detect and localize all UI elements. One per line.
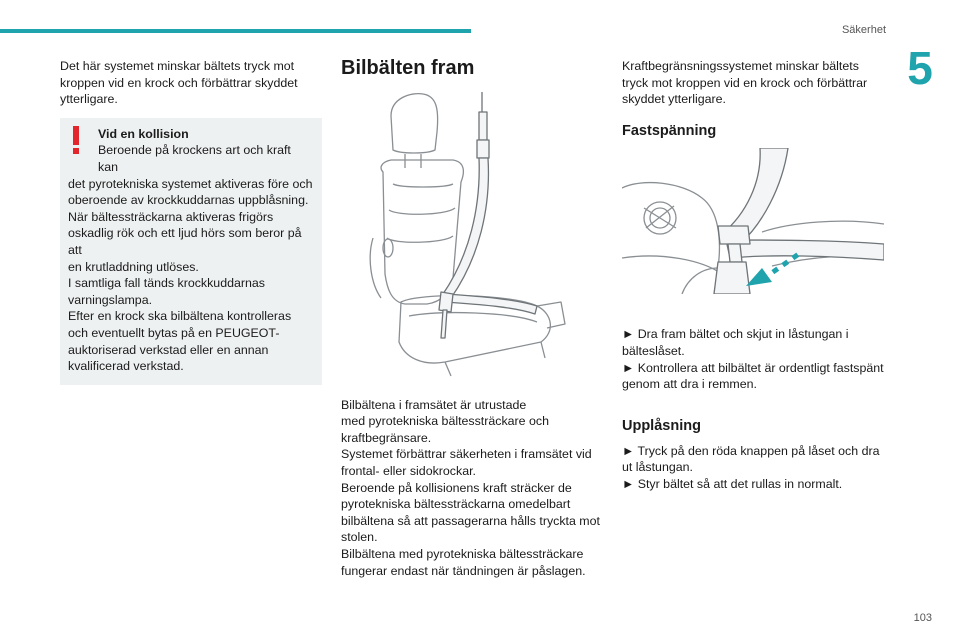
body-line: pyrotekniska bältessträckarna omedelbart <box>341 497 571 512</box>
body-line: kraftbegränsare. <box>341 430 432 445</box>
page-number: 103 <box>913 612 932 624</box>
chapter-number: 5 <box>907 42 933 94</box>
warning-line: det pyrotekniska systemet aktiveras före… <box>68 176 313 191</box>
body-line: bilbältena så att passagerarna hålls try… <box>341 513 600 528</box>
intro-paragraph: Kraftbegränsningssystemet minskar bältet… <box>622 59 868 107</box>
warning-line: När bältessträckarna aktiveras frigörs <box>68 209 274 224</box>
body-line: Bilbältena med pyrotekniska bältessträck… <box>341 546 584 561</box>
fasten-heading: Fastspänning <box>622 122 717 139</box>
body-line: Bilbältena i framsätet är utrustade <box>341 397 527 412</box>
warning-line: kvalificerad verkstad. <box>68 359 184 374</box>
body-line: frontal- eller sidokrockar. <box>341 463 476 478</box>
header-accent-bar <box>0 29 471 33</box>
warning-line: en krutladdning utlöses. <box>68 259 199 274</box>
warning-line: och eventuellt bytas på en PEUGEOT- <box>68 325 280 340</box>
step: ► Styr bältet så att det rullas in norma… <box>622 476 843 491</box>
step: ► Kontrollera att bilbältet är ordentlig… <box>622 360 884 392</box>
warning-line: I samtliga fall tänds krockkuddarnas <box>68 276 265 291</box>
warning-title: Vid en kollision <box>98 126 189 141</box>
section-heading: Bilbälten fram <box>341 57 475 79</box>
warning-line: oskadlig rök och ett ljud hörs som beror… <box>68 226 302 257</box>
intro-paragraph: Det här systemet minskar bältets tryck m… <box>60 59 298 107</box>
warning-line: Efter en krock ska bilbältena kontroller… <box>68 309 292 324</box>
column-right: Kraftbegränsningssystemet minskar bältet… <box>621 58 888 493</box>
body-line: stolen. <box>341 530 378 545</box>
step: ► Tryck på den röda knappen på låset och… <box>622 443 880 475</box>
body-line: fungerar endast när tändningen är påslag… <box>341 563 586 578</box>
section-title: Säkerhet <box>841 24 886 36</box>
warning-line: Beroende på krockens art och kraft kan <box>98 143 291 174</box>
step: ► Dra fram bältet och skjut in låstungan… <box>622 327 849 358</box>
body-line: Beroende på kollisionens kraft sträcker … <box>341 480 572 495</box>
unlock-heading: Upplåsning <box>622 417 701 434</box>
warning-box: Vid en kollision Beroende på krockens ar… <box>60 117 322 385</box>
column-middle: Bilbälten fram <box>341 56 603 579</box>
seat-belt-illustration <box>369 92 566 377</box>
body-line: Systemet förbättrar säkerheten i framsät… <box>341 447 592 462</box>
warning-line: varningslampa. <box>68 292 153 307</box>
exclamation-icon <box>73 125 79 154</box>
warning-line: oberoende av krockkuddarnas uppblåsning. <box>68 193 309 208</box>
column-left: Det här systemet minskar bältets tryck m… <box>60 58 322 385</box>
warning-line: auktoriserad verkstad eller en annan <box>68 342 269 357</box>
body-line: med pyrotekniska bältessträckare och <box>341 414 549 429</box>
buckle-illustration <box>621 147 885 295</box>
